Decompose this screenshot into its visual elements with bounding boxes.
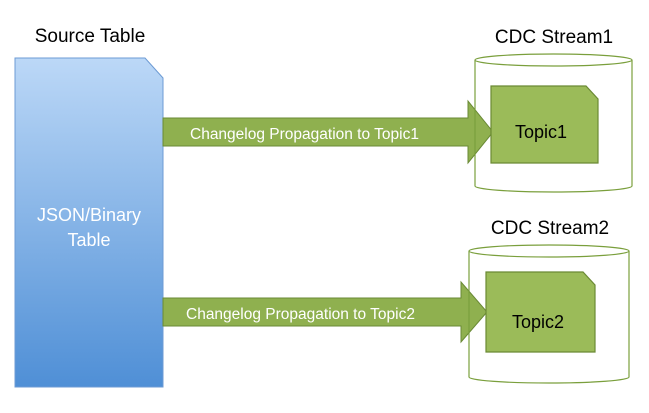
topic-1-label: Topic1 [515, 122, 567, 142]
cdc-stream-2-cylinder [468, 244, 630, 384]
topic-1-box [490, 85, 599, 164]
source-table-shape [14, 57, 164, 388]
source-table-label-line1: JSON/Binary [37, 205, 141, 225]
topic-2-box [485, 271, 596, 353]
source-table-heading: Source Table [35, 26, 146, 47]
changelog-arrow-1-label: Changelog Propagation to Topic1 [190, 126, 419, 143]
cdc-stream-1-cylinder [474, 53, 633, 193]
topic-2-label: Topic2 [512, 312, 564, 332]
changelog-arrow-2 [162, 280, 488, 344]
cdc-stream-2-heading: CDC Stream2 [491, 218, 609, 239]
cdc-stream-1-heading: CDC Stream1 [495, 27, 613, 48]
changelog-arrow-2-label: Changelog Propagation to Topic2 [186, 306, 415, 323]
source-table-label-line2: Table [67, 230, 110, 250]
changelog-arrow-1 [162, 99, 494, 165]
